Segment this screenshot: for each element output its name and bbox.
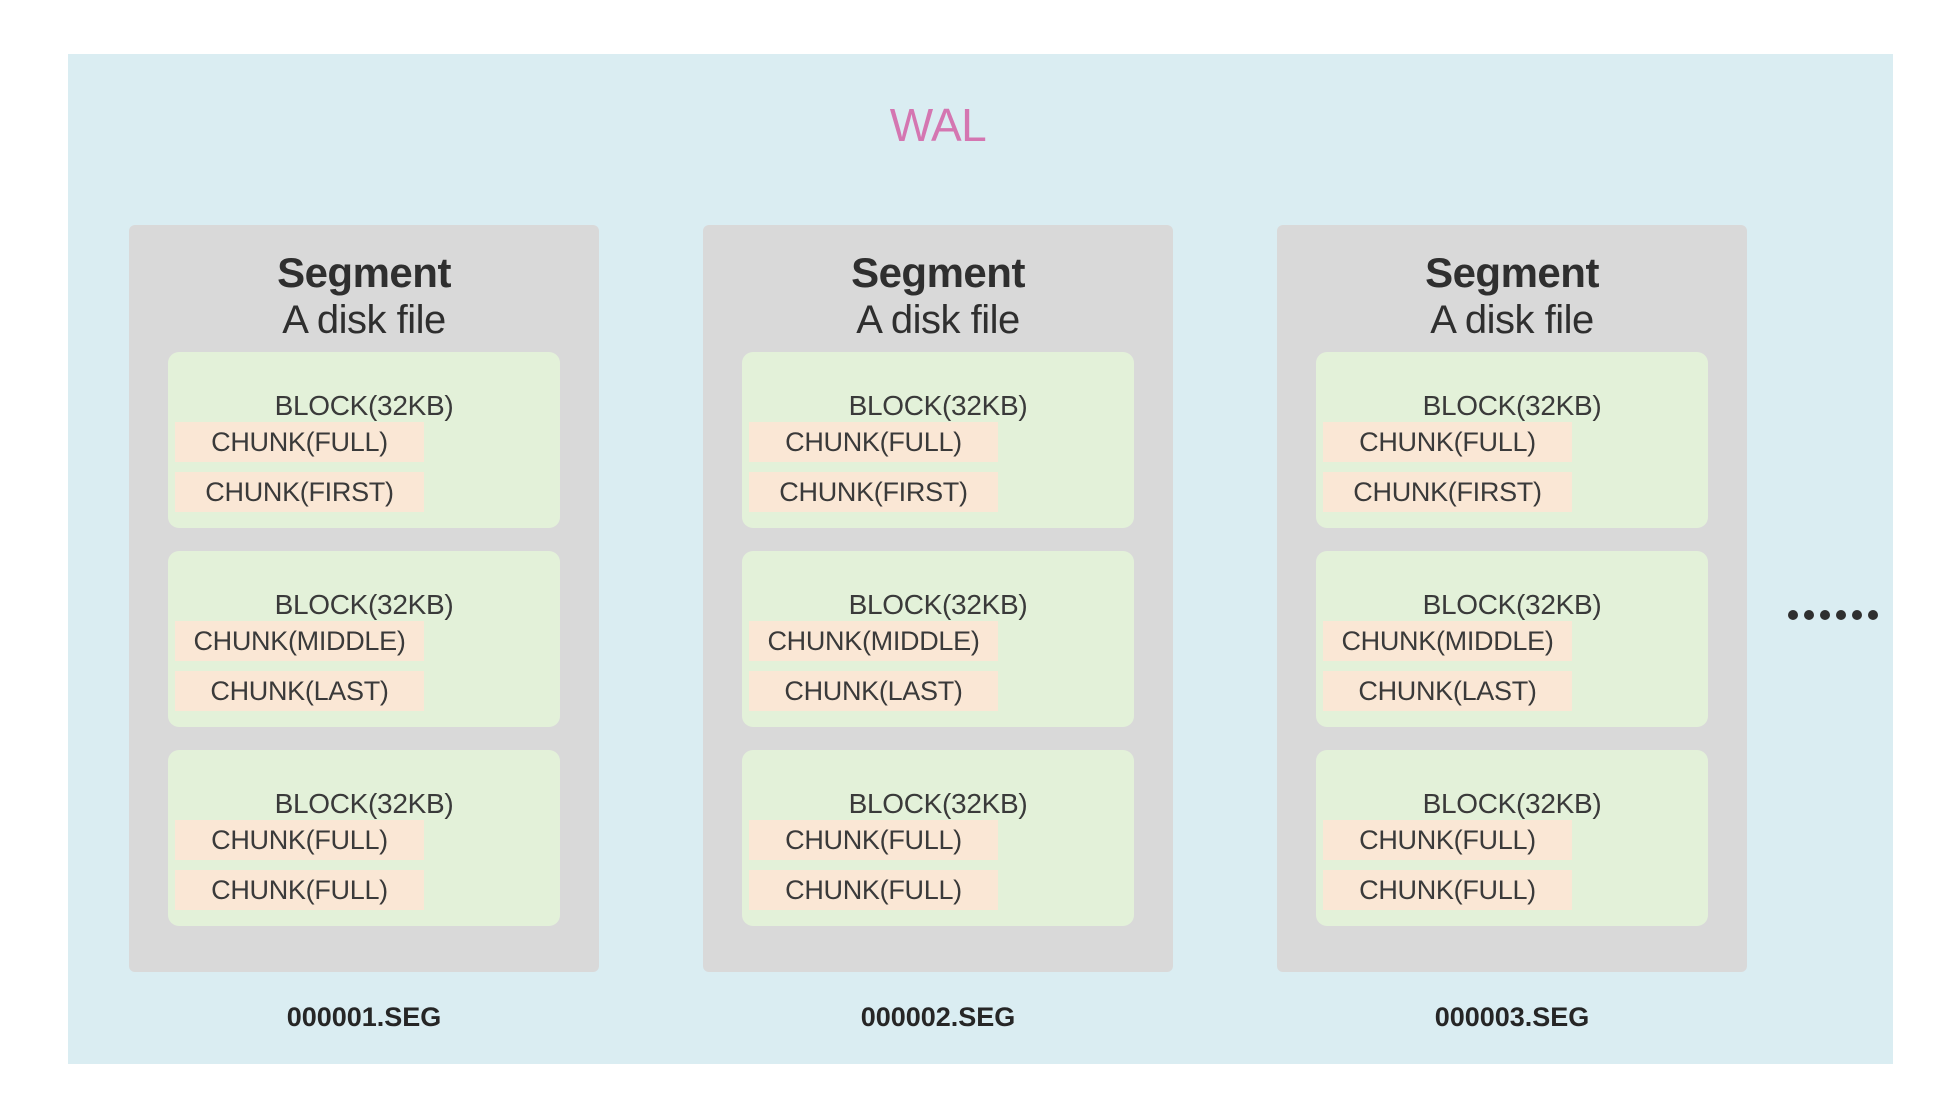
segment-column: Segment A disk file BLOCK(32KB) CHUNK(FU…: [1277, 225, 1747, 1033]
chunk: CHUNK(FIRST): [175, 472, 424, 512]
chunk: CHUNK(LAST): [175, 671, 424, 711]
block-label: BLOCK(32KB): [1422, 589, 1602, 620]
segment-title: Segment: [851, 249, 1025, 296]
block: BLOCK(32KB) CHUNK(MIDDLE) CHUNK(LAST): [742, 551, 1134, 727]
chunk: CHUNK(FULL): [175, 870, 424, 910]
segment-filename: 000001.SEG: [286, 1002, 442, 1032]
chunk: CHUNK(FULL): [1323, 422, 1572, 462]
block-label: BLOCK(32KB): [274, 589, 454, 620]
chunk: CHUNK(FIRST): [749, 472, 998, 512]
chunk: CHUNK(LAST): [749, 671, 998, 711]
block: BLOCK(32KB) CHUNK(FULL) CHUNK(FULL): [1316, 750, 1708, 926]
chunk: CHUNK(FULL): [749, 870, 998, 910]
block: BLOCK(32KB) CHUNK(MIDDLE) CHUNK(LAST): [1316, 551, 1708, 727]
chunk: CHUNK(FULL): [749, 422, 998, 462]
chunk: CHUNK(LAST): [1323, 671, 1572, 711]
block: BLOCK(32KB) CHUNK(FULL) CHUNK(FIRST): [742, 352, 1134, 528]
chunk: CHUNK(FULL): [1323, 820, 1572, 860]
block-label: BLOCK(32KB): [274, 390, 454, 421]
chunk: CHUNK(MIDDLE): [749, 621, 998, 661]
segment-blocks: BLOCK(32KB) CHUNK(FULL) CHUNK(FIRST) BLO…: [703, 352, 1173, 926]
dot: [1868, 610, 1878, 620]
dot: [1820, 610, 1830, 620]
chunk: CHUNK(FULL): [749, 820, 998, 860]
chunk: CHUNK(FIRST): [1323, 472, 1572, 512]
block-label: BLOCK(32KB): [848, 788, 1028, 819]
segment-blocks: BLOCK(32KB) CHUNK(FULL) CHUNK(FIRST) BLO…: [129, 352, 599, 926]
block-label: BLOCK(32KB): [1422, 390, 1602, 421]
segment-box: Segment A disk file BLOCK(32KB) CHUNK(FU…: [703, 225, 1173, 972]
more-segments-ellipsis: [1788, 610, 1878, 620]
block-label: BLOCK(32KB): [1422, 788, 1602, 819]
segment-column: Segment A disk file BLOCK(32KB) CHUNK(FU…: [129, 225, 599, 1033]
chunk: CHUNK(MIDDLE): [175, 621, 424, 661]
chunk: CHUNK(FULL): [175, 820, 424, 860]
segment-subtitle: A disk file: [856, 298, 1020, 342]
dot: [1804, 610, 1814, 620]
segment-box: Segment A disk file BLOCK(32KB) CHUNK(FU…: [1277, 225, 1747, 972]
dot: [1788, 610, 1798, 620]
segment-filename: 000003.SEG: [1434, 1002, 1590, 1032]
segment-subtitle: A disk file: [282, 298, 446, 342]
segment-filename: 000002.SEG: [860, 1002, 1016, 1032]
segment-blocks: BLOCK(32KB) CHUNK(FULL) CHUNK(FIRST) BLO…: [1277, 352, 1747, 926]
block: BLOCK(32KB) CHUNK(FULL) CHUNK(FULL): [168, 750, 560, 926]
chunk: CHUNK(FULL): [175, 422, 424, 462]
block: BLOCK(32KB) CHUNK(MIDDLE) CHUNK(LAST): [168, 551, 560, 727]
dot: [1852, 610, 1862, 620]
dot: [1836, 610, 1846, 620]
wal-title: WAL: [889, 99, 987, 151]
segment-column: Segment A disk file BLOCK(32KB) CHUNK(FU…: [703, 225, 1173, 1033]
segment-subtitle: A disk file: [1430, 298, 1594, 342]
block: BLOCK(32KB) CHUNK(FULL) CHUNK(FIRST): [1316, 352, 1708, 528]
wal-container: WAL Segment A disk file BLOCK(32KB) CHUN…: [68, 54, 1893, 1064]
block-label: BLOCK(32KB): [848, 589, 1028, 620]
block-label: BLOCK(32KB): [848, 390, 1028, 421]
segment-title: Segment: [277, 249, 451, 296]
segments-row: Segment A disk file BLOCK(32KB) CHUNK(FU…: [129, 225, 1747, 1033]
segment-box: Segment A disk file BLOCK(32KB) CHUNK(FU…: [129, 225, 599, 972]
block: BLOCK(32KB) CHUNK(FULL) CHUNK(FULL): [742, 750, 1134, 926]
block-label: BLOCK(32KB): [274, 788, 454, 819]
segment-title: Segment: [1425, 249, 1599, 296]
chunk: CHUNK(MIDDLE): [1323, 621, 1572, 661]
block: BLOCK(32KB) CHUNK(FULL) CHUNK(FIRST): [168, 352, 560, 528]
chunk: CHUNK(FULL): [1323, 870, 1572, 910]
